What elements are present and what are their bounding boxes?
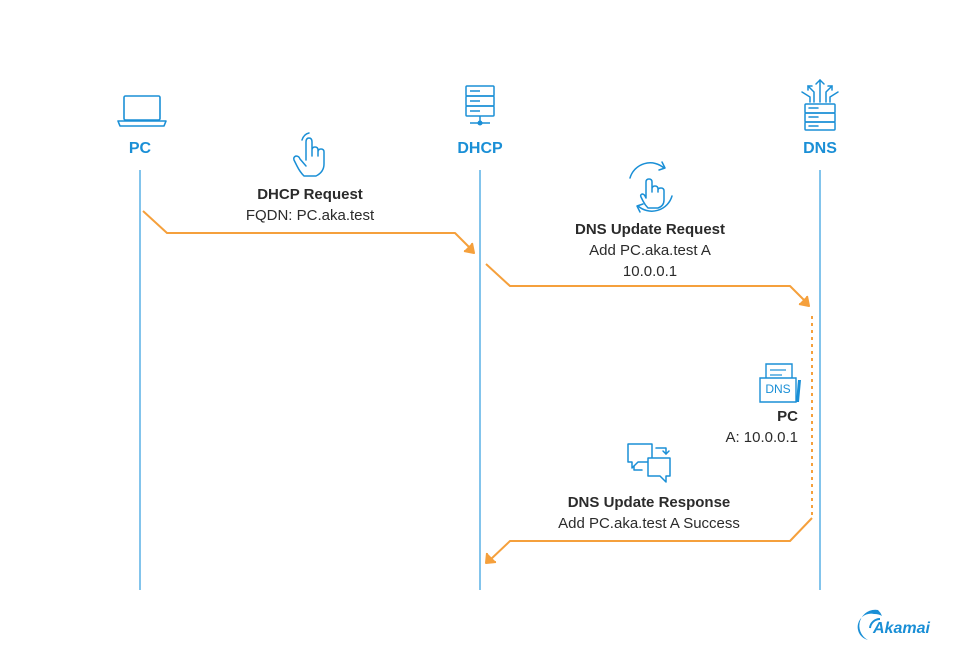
dns-server-icon [801,78,839,131]
dns-record-name: PC [777,408,798,425]
dns-update-request-detail-1: Add PC.aka.test A [589,242,711,259]
dns-update-request-label: DNS Update Request Add PC.aka.test A 10.… [575,219,725,282]
dns-update-response-label: DNS Update Response Add PC.aka.test A Su… [558,492,740,534]
laptop-icon [117,95,167,127]
dhcp-request-arrow [142,210,475,254]
akamai-logo-text: Akamai [873,620,930,637]
actor-pc-label: PC [128,140,152,157]
chat-exchange-icon [627,443,671,483]
dns-record-icon [759,363,801,403]
akamai-logo-mark [857,609,882,640]
dhcp-request-detail: FQDN: PC.aka.test [245,207,375,224]
dns-record-badge: DNS [765,382,791,396]
dns-update-request-arrow [485,263,810,307]
dns-update-request-detail-2: 10.0.0.1 [622,263,678,280]
dhcp-request-title: DHCP Request [257,186,363,203]
dns-update-request-title: DNS Update Request [574,221,726,238]
touch-hand-icon [293,132,325,177]
dns-record-label: PC A: 10.0.0.1 [725,406,798,448]
actor-dns-label: DNS [803,140,837,157]
dns-update-response-arrow [485,517,813,564]
dns-record-value: A: 10.0.0.1 [725,429,798,446]
dns-update-response-title: DNS Update Response [567,494,731,511]
server-icon [465,85,495,126]
refresh-hand-icon [629,161,673,213]
dhcp-request-label: DHCP Request FQDN: PC.aka.test [246,184,374,226]
dns-update-response-detail: Add PC.aka.test A Success [558,515,740,532]
actor-dhcp-label: DHCP [457,140,503,157]
